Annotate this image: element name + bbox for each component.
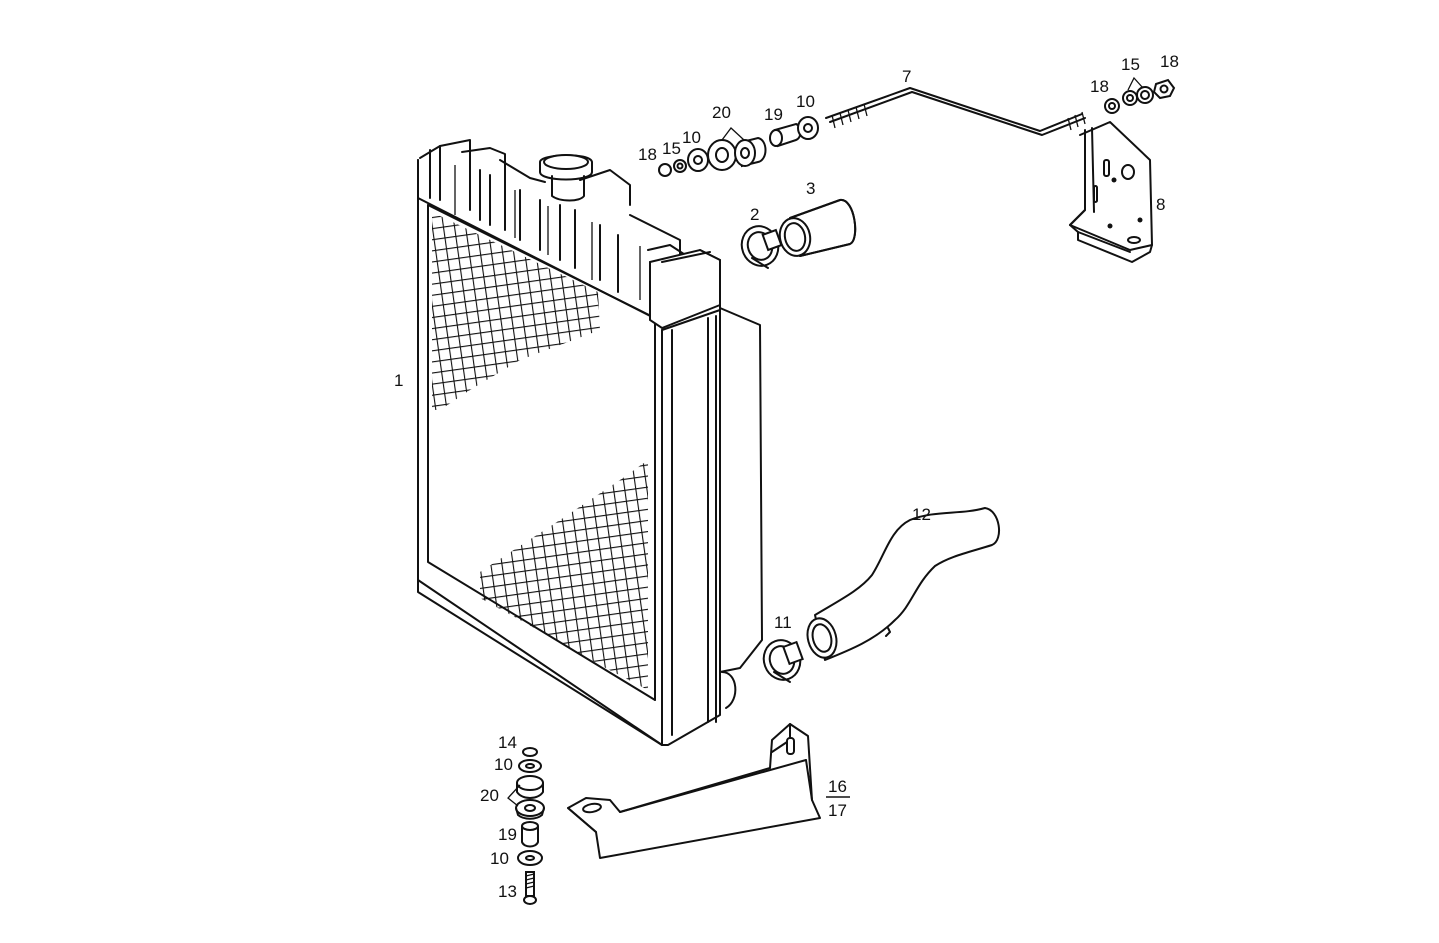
hose-12	[806, 507, 1001, 661]
fastener-stack-top	[658, 116, 819, 177]
callout-10-top-a: 10	[682, 128, 701, 147]
callout-18-top: 18	[638, 145, 657, 164]
callout-10-bottom-b: 10	[490, 849, 509, 868]
hose-clamp-11	[762, 639, 804, 683]
callout-18-right-b: 18	[1160, 52, 1179, 71]
callouts: 1 2 3 7 8 11 12 18 15 10 20 19 10 18 15 …	[394, 52, 1179, 901]
spacer-19-bottom	[521, 821, 539, 848]
callout-15-right: 15	[1121, 55, 1140, 74]
callout-20-bottom: 20	[480, 786, 499, 805]
filler-cap	[539, 154, 593, 202]
callout-14: 14	[498, 733, 517, 752]
stay-rod-7	[825, 87, 1086, 136]
hose-3	[778, 199, 857, 257]
radiator	[417, 139, 763, 746]
callout-10-bottom-a: 10	[494, 755, 513, 774]
callout-18-right-a: 18	[1090, 77, 1109, 96]
callout-16: 16	[828, 777, 847, 796]
callout-8: 8	[1156, 195, 1165, 214]
hose-clamp-2	[740, 225, 783, 269]
callout-13: 13	[498, 882, 517, 901]
callout-17: 17	[828, 801, 847, 820]
rubber-bush-20-top	[707, 136, 767, 171]
fastener-stack-bottom	[507, 747, 545, 905]
callout-7: 7	[902, 67, 911, 86]
bolt-13	[523, 871, 537, 905]
fastener-stack-right	[1104, 76, 1176, 114]
callout-2: 2	[750, 205, 759, 224]
callout-3: 3	[806, 179, 815, 198]
callout-1: 1	[394, 371, 403, 390]
bracket-16-17	[567, 723, 821, 859]
spacer-19-top	[769, 122, 802, 148]
callout-11: 11	[774, 613, 792, 632]
rubber-bush-20-bottom	[515, 775, 545, 820]
callout-19-bottom: 19	[498, 825, 517, 844]
bracket-8	[1069, 121, 1153, 263]
callout-15-top: 15	[662, 139, 681, 158]
callout-19-top: 19	[764, 105, 783, 124]
callout-20-top: 20	[712, 103, 731, 122]
callout-10-top-b: 10	[796, 92, 815, 111]
callout-12: 12	[912, 505, 931, 524]
